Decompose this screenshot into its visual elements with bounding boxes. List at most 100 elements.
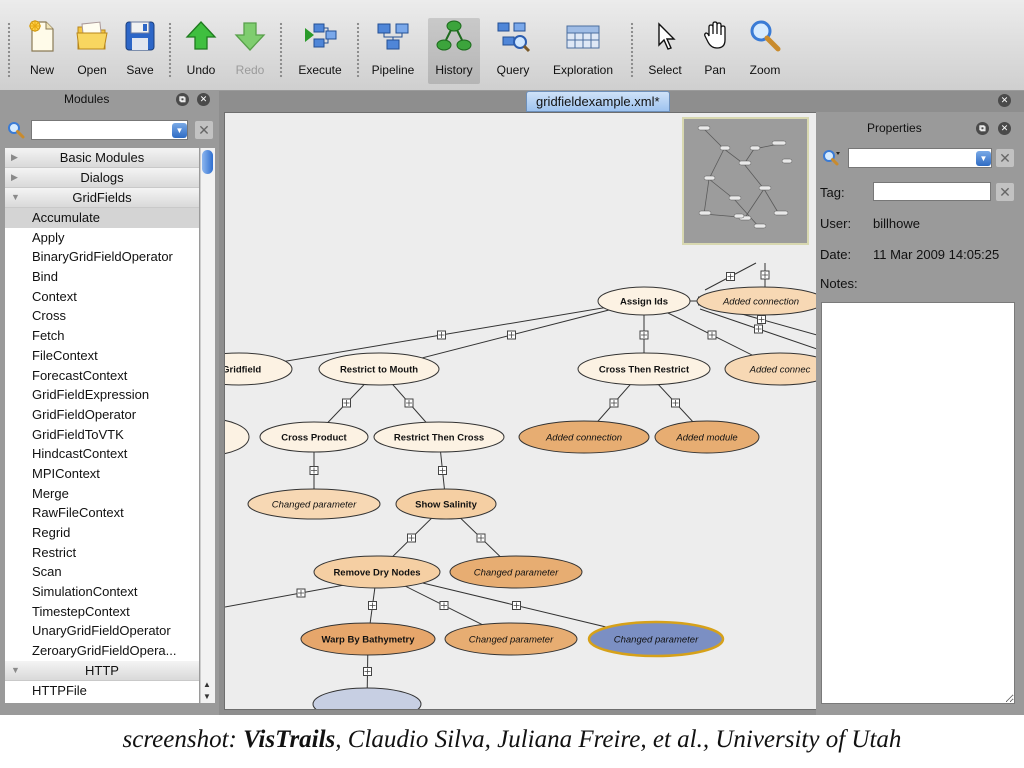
version-node[interactable]: Added module — [654, 420, 760, 454]
version-node-shape[interactable] — [724, 352, 817, 386]
close-document-icon[interactable]: ✕ — [998, 94, 1011, 107]
version-node-shape[interactable] — [259, 421, 369, 453]
module-item[interactable]: UnaryGridFieldOperator — [32, 623, 171, 639]
module-item[interactable]: Restrict — [32, 544, 77, 560]
version-node-shape[interactable] — [318, 352, 440, 386]
module-item[interactable]: MPIContext — [32, 465, 100, 481]
history-button[interactable]: History — [428, 18, 480, 84]
category-dialogs[interactable]: ▶ Dialogs — [5, 168, 199, 188]
module-item[interactable]: Cross — [32, 308, 66, 324]
module-item[interactable]: ForecastContext — [32, 367, 128, 383]
scrollbar-thumb[interactable] — [202, 150, 213, 174]
module-item[interactable]: GridFieldOperator — [32, 406, 137, 422]
new-button[interactable]: New — [24, 18, 60, 84]
version-node-shape[interactable] — [449, 555, 583, 589]
module-item[interactable]: SimulationContext — [32, 584, 138, 600]
version-node-shape[interactable] — [225, 419, 250, 455]
clear-search-icon[interactable]: ✕ — [996, 149, 1014, 167]
float-panel-icon[interactable]: ⧉ — [976, 122, 989, 135]
version-node[interactable]: Changed parameter — [247, 488, 381, 520]
module-item[interactable]: GridFieldToVTK — [32, 426, 124, 442]
scroll-down-icon[interactable]: ▼ — [203, 692, 211, 701]
close-panel-icon[interactable]: ✕ — [197, 93, 210, 106]
search-dropdown-icon[interactable]: ▼ — [172, 123, 187, 138]
version-node[interactable]: Changed parameter — [449, 555, 583, 589]
module-item[interactable]: Merge — [32, 485, 69, 501]
version-node-shape[interactable] — [696, 286, 817, 316]
version-node[interactable] — [312, 687, 422, 709]
notes-textarea[interactable] — [821, 302, 1015, 704]
search-dropdown-icon[interactable]: ▼ — [976, 151, 991, 166]
search-options-icon[interactable] — [822, 149, 842, 167]
module-item[interactable]: FileContext — [32, 347, 98, 363]
module-item[interactable]: Regrid — [32, 525, 71, 540]
module-item[interactable]: Apply — [32, 229, 65, 245]
toolbar-grip[interactable] — [7, 22, 11, 78]
module-item[interactable]: Scan — [32, 564, 62, 580]
version-node[interactable]: Restrict Then Cross — [373, 421, 505, 453]
version-search-input[interactable] — [848, 148, 992, 168]
version-node-shape[interactable] — [518, 420, 650, 454]
version-node-shape[interactable] — [247, 488, 381, 520]
module-item[interactable]: Bind — [32, 269, 59, 285]
scroll-up-icon[interactable]: ▲ — [203, 680, 211, 689]
module-search-input[interactable] — [31, 120, 188, 140]
save-button[interactable]: Save — [122, 18, 158, 84]
pipeline-button[interactable]: Pipeline — [369, 18, 417, 84]
category-http[interactable]: ▼ HTTP — [5, 660, 199, 681]
query-button[interactable]: Query — [492, 18, 534, 84]
version-node[interactable]: Added connection — [518, 420, 650, 454]
module-item[interactable]: HindcastContext — [32, 446, 128, 462]
version-node[interactable]: Restrict to Mouth — [318, 352, 440, 386]
document-tab[interactable]: gridfieldexample.xml* — [526, 91, 670, 112]
version-node[interactable]: Warp By Bathymetry — [300, 622, 436, 656]
version-node[interactable]: l Gridfield — [225, 352, 293, 386]
version-node[interactable]: Show Salinity — [395, 488, 497, 520]
version-node[interactable]: Changed parameter — [587, 620, 725, 658]
module-item[interactable]: GridFieldExpression — [32, 387, 150, 403]
module-item[interactable]: Fetch — [32, 328, 65, 344]
toolbar-grip[interactable] — [279, 22, 283, 78]
module-item[interactable]: BinaryGridFieldOperator — [32, 249, 173, 265]
version-node-shape[interactable] — [395, 488, 497, 520]
undo-button[interactable]: Undo — [183, 18, 219, 84]
module-item[interactable]: RawFileContext — [32, 505, 124, 521]
version-node[interactable]: Changed parameter — [444, 622, 578, 656]
version-node[interactable]: Added connection — [696, 286, 817, 316]
version-node-shape[interactable] — [225, 352, 293, 386]
expand-triangle-icon[interactable]: ▶ — [11, 172, 18, 182]
tag-input[interactable] — [873, 182, 991, 201]
toolbar-grip[interactable] — [630, 22, 634, 78]
pan-button[interactable]: Pan — [698, 18, 732, 84]
close-panel-icon[interactable]: ✕ — [998, 122, 1011, 135]
version-node-shape[interactable] — [577, 352, 711, 386]
version-node[interactable]: Remove Dry Nodes — [313, 555, 441, 589]
select-button[interactable]: Select — [646, 18, 684, 84]
float-panel-icon[interactable]: ⧉ — [176, 93, 189, 106]
module-item[interactable]: Accumulate — [5, 208, 199, 228]
collapse-triangle-icon[interactable]: ▼ — [11, 192, 20, 202]
execute-button[interactable]: Execute — [296, 18, 344, 84]
toolbar-grip[interactable] — [356, 22, 360, 78]
version-node-shape[interactable] — [373, 421, 505, 453]
redo-button[interactable]: Redo — [232, 18, 268, 84]
zoom-button[interactable]: Zoom — [746, 18, 784, 84]
module-item[interactable]: TimestepContext — [32, 603, 130, 619]
toolbar-grip[interactable] — [168, 22, 172, 78]
version-node-shape[interactable] — [312, 687, 422, 709]
module-item[interactable]: Context — [32, 288, 77, 304]
category-basic-modules[interactable]: ▶ Basic Modules — [5, 148, 199, 168]
version-node[interactable]: Cross Product — [259, 421, 369, 453]
collapse-triangle-icon[interactable]: ▼ — [11, 664, 20, 675]
category-gridfields[interactable]: ▼ GridFields — [5, 188, 199, 208]
version-node[interactable]: Assign Ids — [597, 286, 691, 316]
version-node[interactable]: Added connec — [724, 352, 817, 386]
module-item[interactable]: HTTPFile — [32, 682, 87, 698]
clear-tag-icon[interactable]: ✕ — [996, 183, 1014, 201]
version-node[interactable] — [225, 419, 250, 455]
version-node[interactable]: Cross Then Restrict — [577, 352, 711, 386]
open-button[interactable]: Open — [74, 18, 110, 84]
version-node-shape[interactable] — [654, 420, 760, 454]
